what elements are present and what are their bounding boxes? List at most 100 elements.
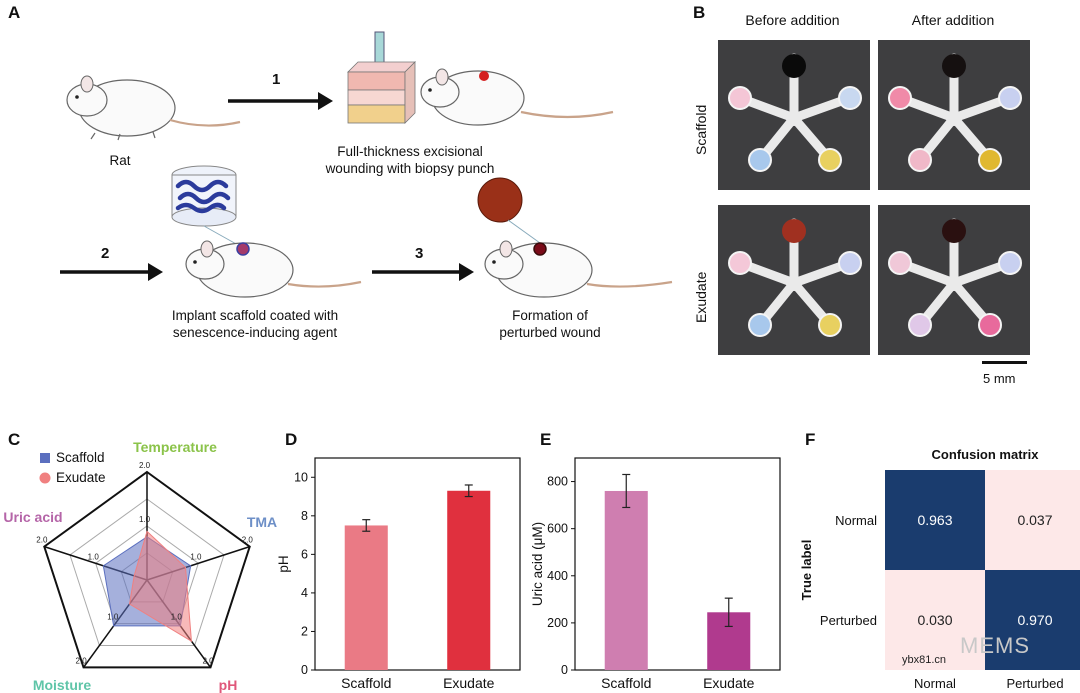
skin-biopsy-icon xyxy=(347,31,416,124)
step2-caption-line2: senescence-inducing agent xyxy=(172,325,338,340)
indicator-spot xyxy=(998,251,1022,275)
cm-cell xyxy=(885,570,985,670)
sensor-photo xyxy=(878,40,1030,190)
step3-caption-line1: Formation of xyxy=(512,308,588,323)
cm-value: 0.037 xyxy=(1017,512,1052,528)
x-tick-label: Scaffold xyxy=(341,675,391,691)
radar-ring-label: 2.0 xyxy=(76,656,88,665)
radar-ring-label: 2.0 xyxy=(36,536,48,545)
radar-series-exudate xyxy=(128,530,193,643)
indicator-spot xyxy=(728,251,752,275)
radar-ring-label: 1.0 xyxy=(139,515,151,524)
scaffold-jar-icon xyxy=(171,165,239,246)
panel-a-illustration xyxy=(60,31,673,298)
indicator-spot xyxy=(888,86,912,110)
step1-caption: Full-thickness excisional wounding with … xyxy=(290,143,530,177)
y-tick-label: 0 xyxy=(561,663,568,677)
bar-scaffold xyxy=(344,525,388,670)
radar-axis-label: Uric acid xyxy=(3,509,62,525)
indicator-spot xyxy=(838,86,862,110)
y-tick-label: 400 xyxy=(547,569,568,583)
step-3-label: 3 xyxy=(415,245,424,262)
radar-ring-label: 1.0 xyxy=(171,613,183,622)
indicator-spot xyxy=(818,148,842,172)
y-tick-label: 2 xyxy=(301,624,308,638)
indicator-spot xyxy=(998,86,1022,110)
x-tick-label: Scaffold xyxy=(601,675,651,691)
legend-swatch xyxy=(40,453,50,463)
channel-hub xyxy=(786,275,802,291)
sample-well xyxy=(942,54,966,78)
y-axis-label: Uric acid (μM) xyxy=(530,522,545,606)
radar-axis-label: Moisture xyxy=(33,677,92,693)
panel-f-label: F xyxy=(805,430,816,449)
panel-c-label: C xyxy=(8,430,21,449)
step1-caption-line2: wounding with biopsy punch xyxy=(325,161,495,176)
y-tick-label: 200 xyxy=(547,616,568,630)
y-tick-label: 10 xyxy=(294,470,308,484)
y-axis-label: pH xyxy=(276,555,291,572)
step-2-label: 2 xyxy=(101,245,110,262)
scale-bar-label: 5 mm xyxy=(983,371,1016,386)
plot-frame xyxy=(314,457,521,671)
y-tick-label: 4 xyxy=(301,586,308,600)
cm-title: Confusion matrix xyxy=(932,447,1040,462)
cm-row-label: Normal xyxy=(835,513,877,528)
cm-col-label: Perturbed xyxy=(1006,676,1063,691)
cm-ylabel: True label xyxy=(799,540,814,601)
panel-d-label: D xyxy=(285,430,298,449)
panel-a-label: A xyxy=(8,3,21,22)
sample-well xyxy=(942,219,966,243)
indicator-spot xyxy=(908,313,932,337)
scale-bar xyxy=(982,361,1027,364)
channel-hub xyxy=(946,275,962,291)
indicator-spot xyxy=(748,148,772,172)
y-tick-label: 8 xyxy=(301,509,308,523)
radar-ring-label: 1.0 xyxy=(88,552,100,561)
indicator-spot xyxy=(978,148,1002,172)
radar-ring-label: 2.0 xyxy=(139,461,151,470)
y-tick-label: 6 xyxy=(301,547,308,561)
radar-ring-label: 2.0 xyxy=(202,656,214,665)
sample-well xyxy=(782,219,806,243)
indicator-spot xyxy=(728,86,752,110)
step2-caption-line1: Implant scaffold coated with xyxy=(171,308,339,323)
panel-b-label: B xyxy=(693,3,706,22)
sensor-photo xyxy=(718,205,870,355)
radar-axis-label: pH xyxy=(219,677,238,693)
cm-col-label: Normal xyxy=(914,676,956,691)
bar-scaffold xyxy=(604,490,648,670)
legend-swatch xyxy=(39,472,51,484)
radar-ring xyxy=(69,498,225,647)
cm-cell xyxy=(885,470,985,570)
channel-hub xyxy=(786,110,802,126)
row-label-exudate: Exudate xyxy=(693,271,709,323)
cm-value: 0.970 xyxy=(1017,612,1052,628)
col-header-after: After addition xyxy=(911,12,995,28)
row-label-scaffold: Scaffold xyxy=(693,104,709,155)
cm-value: 0.030 xyxy=(917,612,952,628)
radar-axis-label: TMA xyxy=(247,514,277,530)
rat-label: Rat xyxy=(109,153,131,168)
indicator-spot xyxy=(748,313,772,337)
radar-ring xyxy=(43,470,251,669)
wound-icon xyxy=(477,177,541,244)
step2-caption: Implant scaffold coated with senescence-… xyxy=(140,307,370,341)
indicator-spot xyxy=(818,313,842,337)
radar-ring-label: 1.0 xyxy=(190,552,202,561)
radar-ring-label: 1.0 xyxy=(107,613,119,622)
y-tick-label: 0 xyxy=(301,663,308,677)
indicator-spot xyxy=(908,148,932,172)
step3-caption-line2: perturbed wound xyxy=(499,325,601,340)
x-tick-label: Exudate xyxy=(703,675,755,691)
cm-cell xyxy=(985,570,1080,670)
sensor-photo-grid xyxy=(718,40,1030,355)
radar-ring-label: 2.0 xyxy=(242,536,254,545)
step-1-label: 1 xyxy=(272,71,281,88)
sample-well xyxy=(782,54,806,78)
cm-row-label: Perturbed xyxy=(820,613,877,628)
legend-label: Scaffold xyxy=(56,450,105,465)
